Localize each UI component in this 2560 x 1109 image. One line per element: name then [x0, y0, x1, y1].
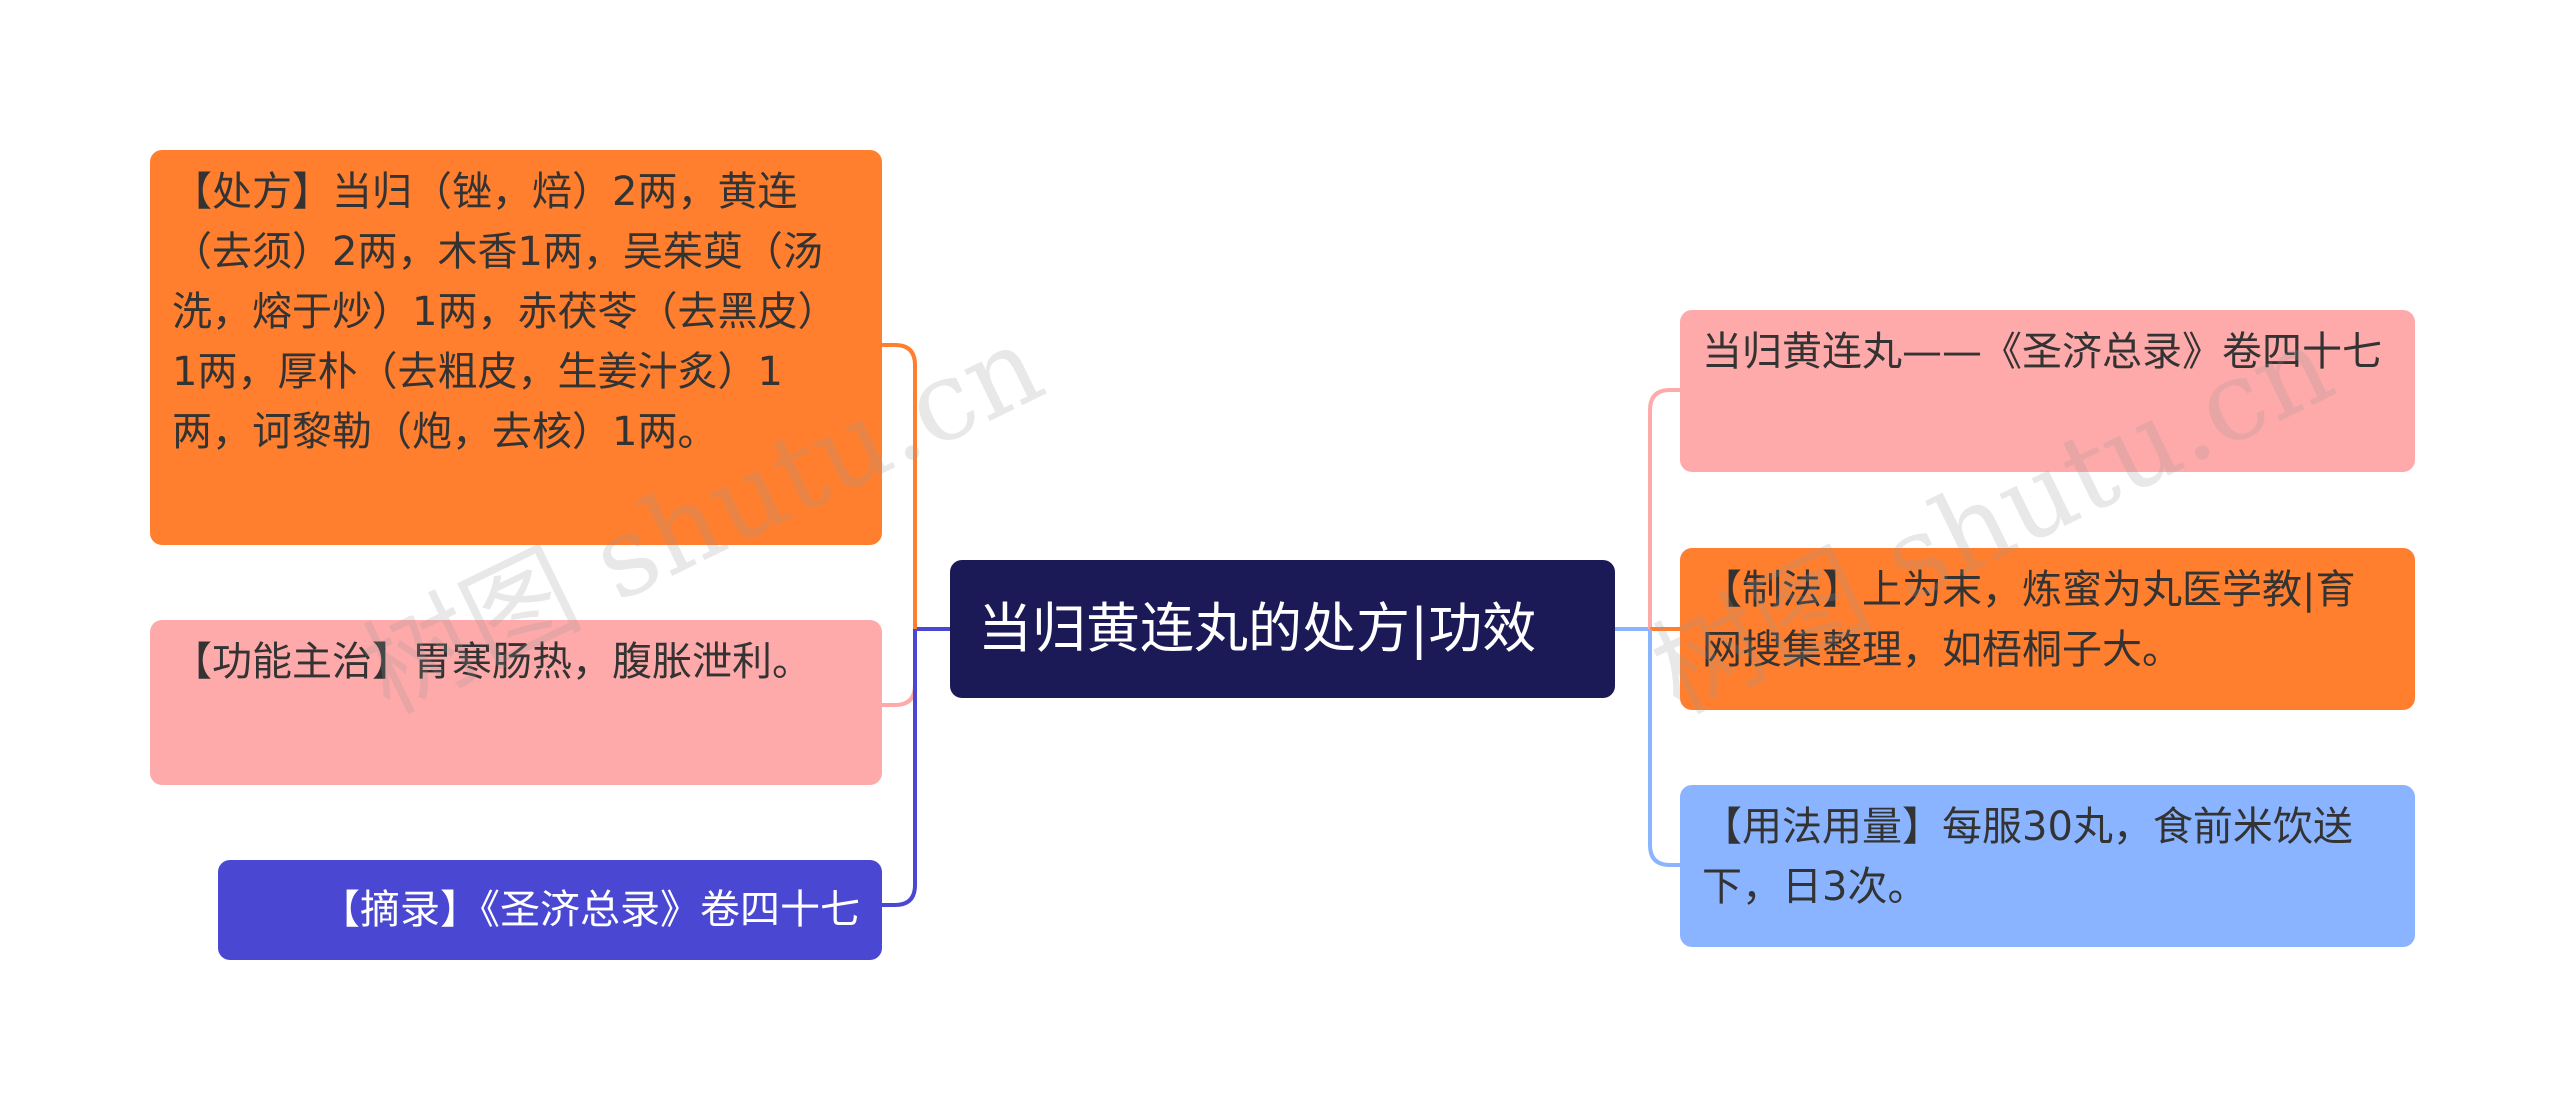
connector-left-zhailu — [882, 629, 917, 907]
node-zhailu[interactable]: 【摘录】《圣济总录》卷四十七 — [218, 860, 882, 960]
node-chufang[interactable]: 【处方】当归（锉，焙）2两，黄连（去须）2两，木香1两，吴茱萸（汤洗，熔于炒）1… — [150, 150, 882, 545]
node-zhifa[interactable]: 【制法】上为末，炼蜜为丸医学教|育网搜集整理，如梧桐子大。 — [1680, 548, 2415, 710]
node-yongfa-yongliang[interactable]: 【用法用量】每服30丸，食前米饮送下，日3次。 — [1680, 785, 2415, 947]
connector-left-gongneng — [882, 629, 917, 707]
connector-right-title — [1648, 388, 1680, 629]
connector-left-chufang — [882, 343, 917, 629]
connector-right-yongfa — [1648, 629, 1680, 867]
node-source-title[interactable]: 当归黄连丸——《圣济总录》卷四十七 — [1680, 310, 2415, 472]
node-gongneng-zhuzhi[interactable]: 【功能主治】胃寒肠热，腹胀泄利。 — [150, 620, 882, 785]
central-topic[interactable]: 当归黄连丸的处方|功效 — [950, 560, 1615, 698]
